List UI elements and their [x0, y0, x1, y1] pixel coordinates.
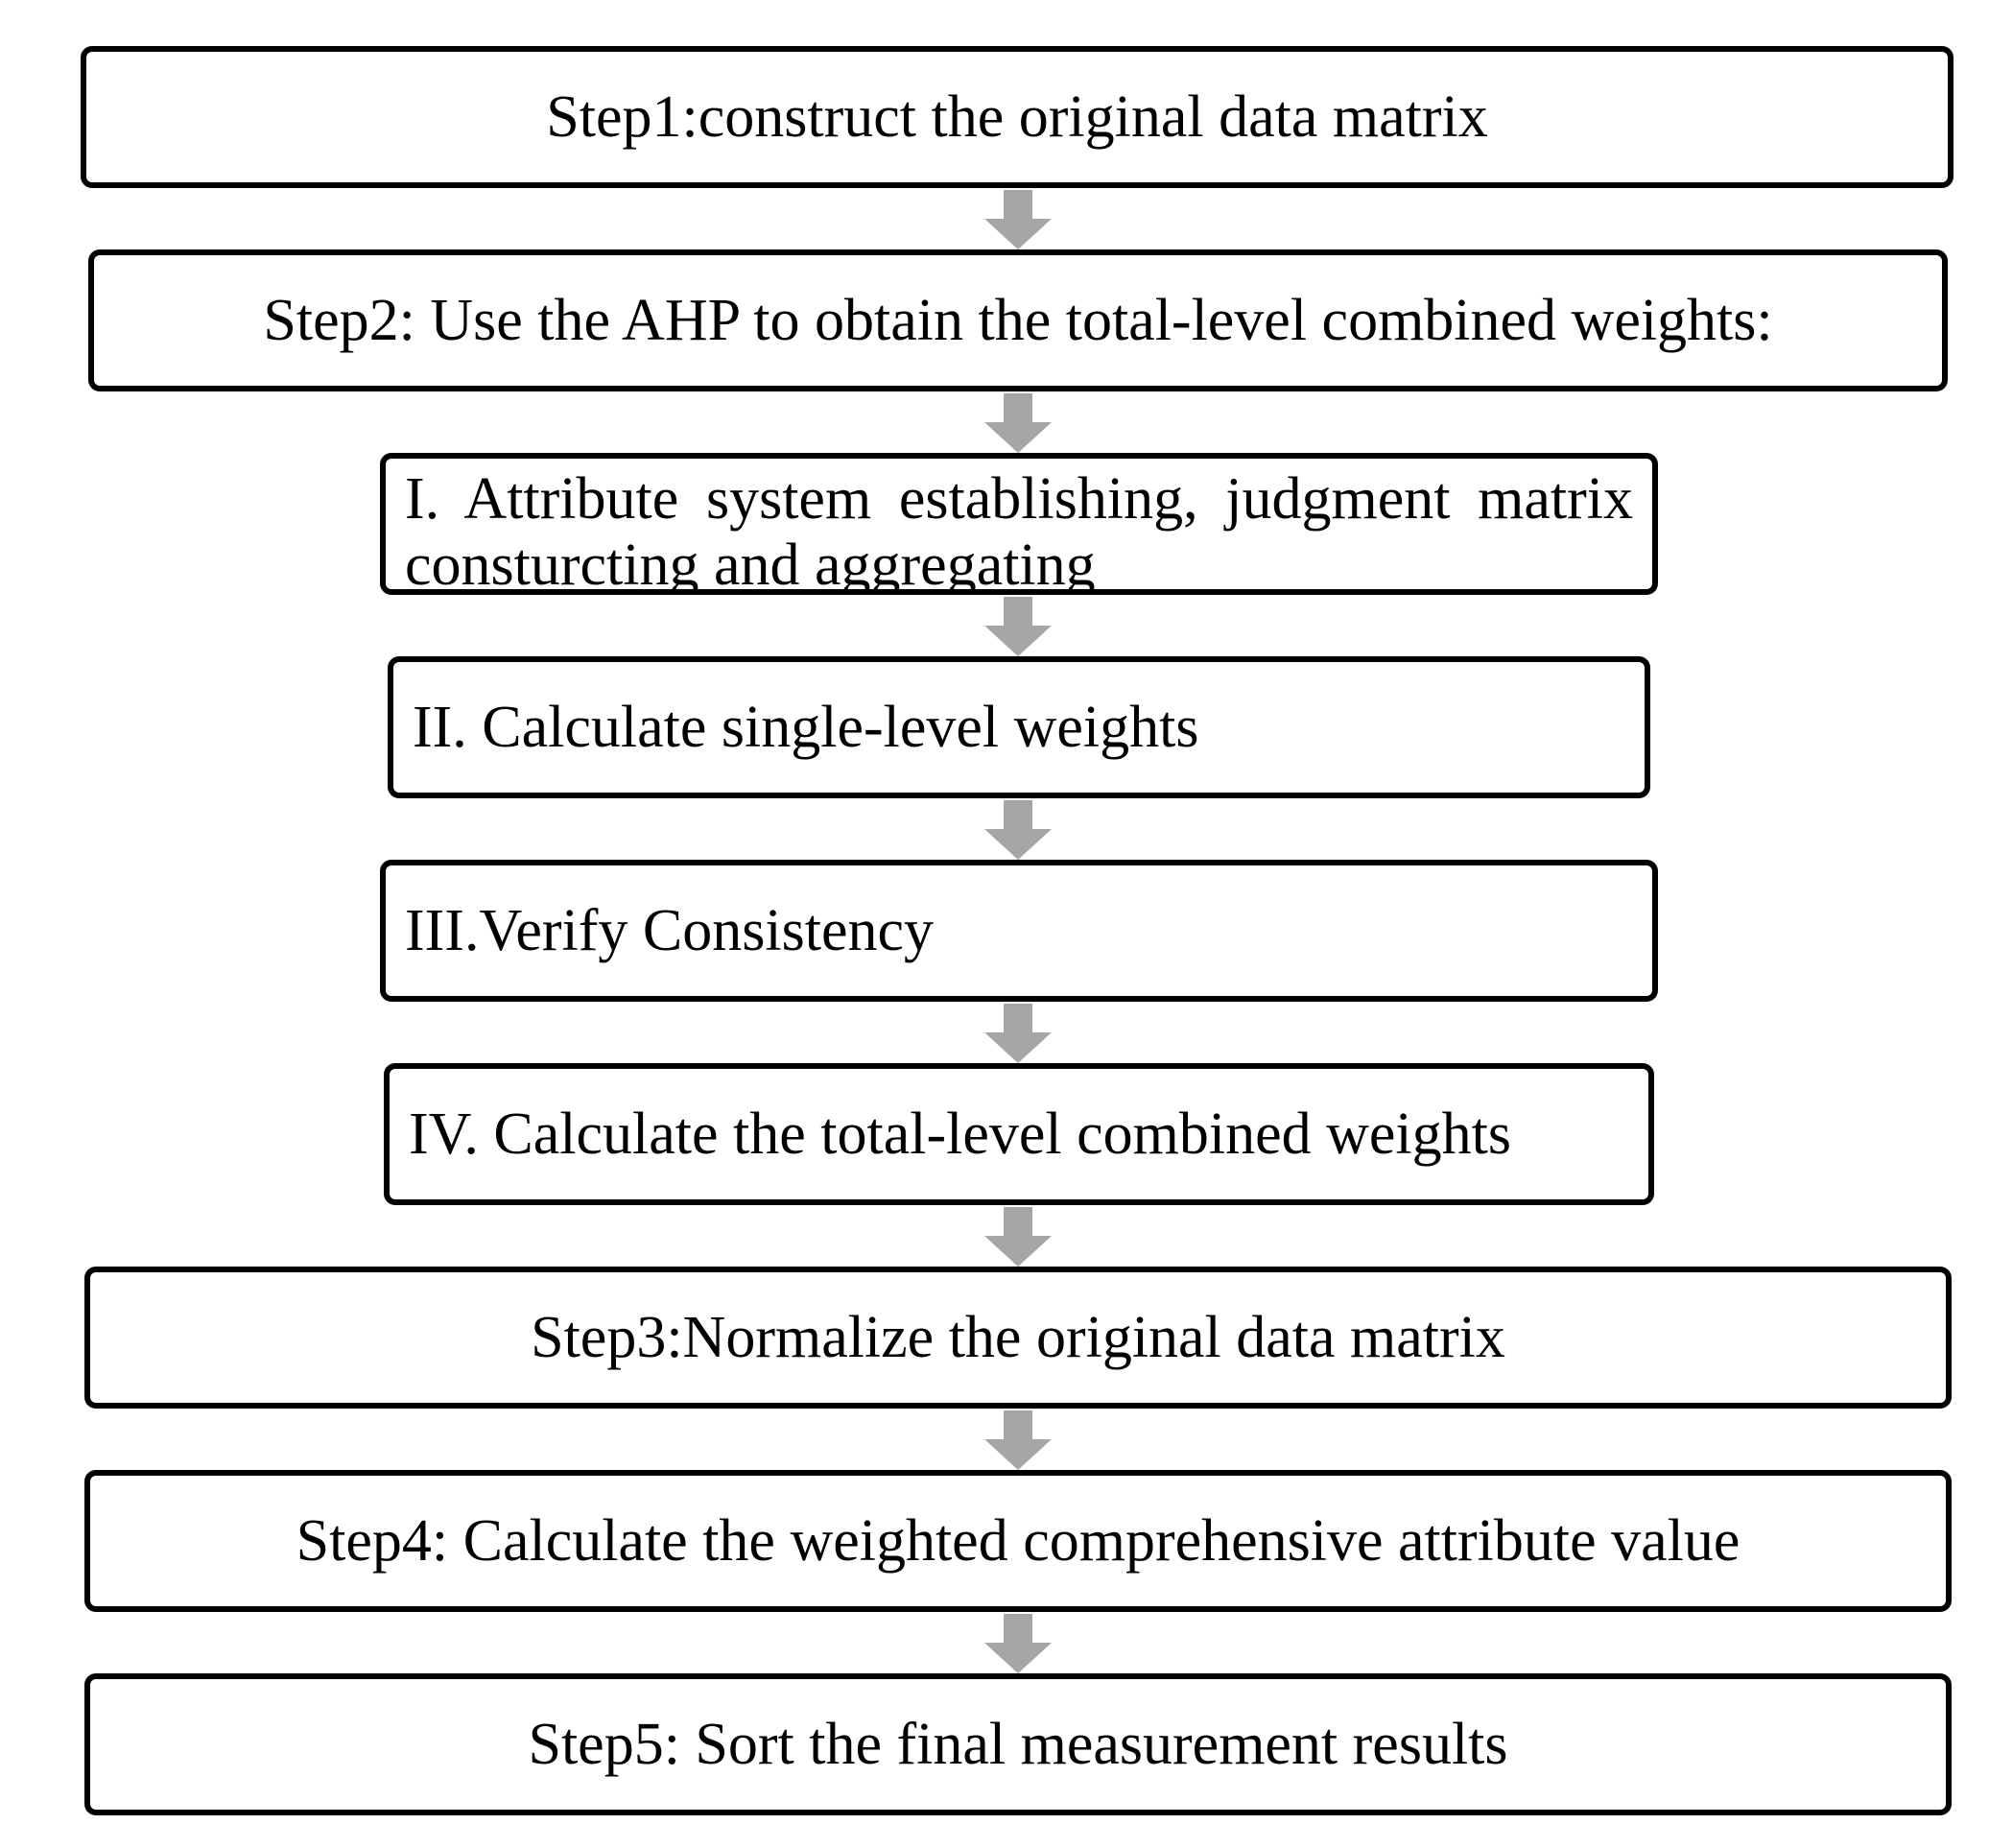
down-arrow-icon	[984, 1004, 1052, 1063]
step5-label: Step5: Sort the final measurement result…	[528, 1711, 1508, 1777]
step3-label: Step3:Normalize the original data matrix	[531, 1304, 1505, 1370]
substep2-label: II. Calculate single-level weights	[413, 694, 1199, 760]
substep2-box: II. Calculate single-level weights	[388, 656, 1650, 798]
step1-label: Step1:construct the original data matrix	[546, 83, 1488, 150]
step4-box: Step4: Calculate the weighted comprehens…	[84, 1470, 1952, 1612]
substep3-label: III.Verify Consistency	[405, 897, 934, 963]
step2-box: Step2: Use the AHP to obtain the total-l…	[88, 249, 1948, 391]
step4-label: Step4: Calculate the weighted comprehens…	[296, 1507, 1740, 1574]
down-arrow-icon	[984, 1410, 1052, 1470]
down-arrow-icon	[984, 800, 1052, 860]
substep4-label: IV. Calculate the total-level combined w…	[409, 1101, 1511, 1167]
down-arrow-icon	[984, 1614, 1052, 1673]
down-arrow-icon	[984, 1207, 1052, 1267]
step3-box: Step3:Normalize the original data matrix	[84, 1267, 1952, 1409]
down-arrow-icon	[984, 597, 1052, 656]
substep3-box: III.Verify Consistency	[380, 860, 1658, 1002]
step1-box: Step1:construct the original data matrix	[81, 46, 1953, 188]
substep4-box: IV. Calculate the total-level combined w…	[384, 1063, 1654, 1205]
down-arrow-icon	[984, 190, 1052, 249]
substep1-label: I. Attribute system establishing, judgme…	[405, 466, 1633, 595]
down-arrow-icon	[984, 393, 1052, 453]
substep1-box: I. Attribute system establishing, judgme…	[380, 453, 1658, 595]
step5-box: Step5: Sort the final measurement result…	[84, 1673, 1952, 1815]
step2-label: Step2: Use the AHP to obtain the total-l…	[263, 287, 1773, 353]
